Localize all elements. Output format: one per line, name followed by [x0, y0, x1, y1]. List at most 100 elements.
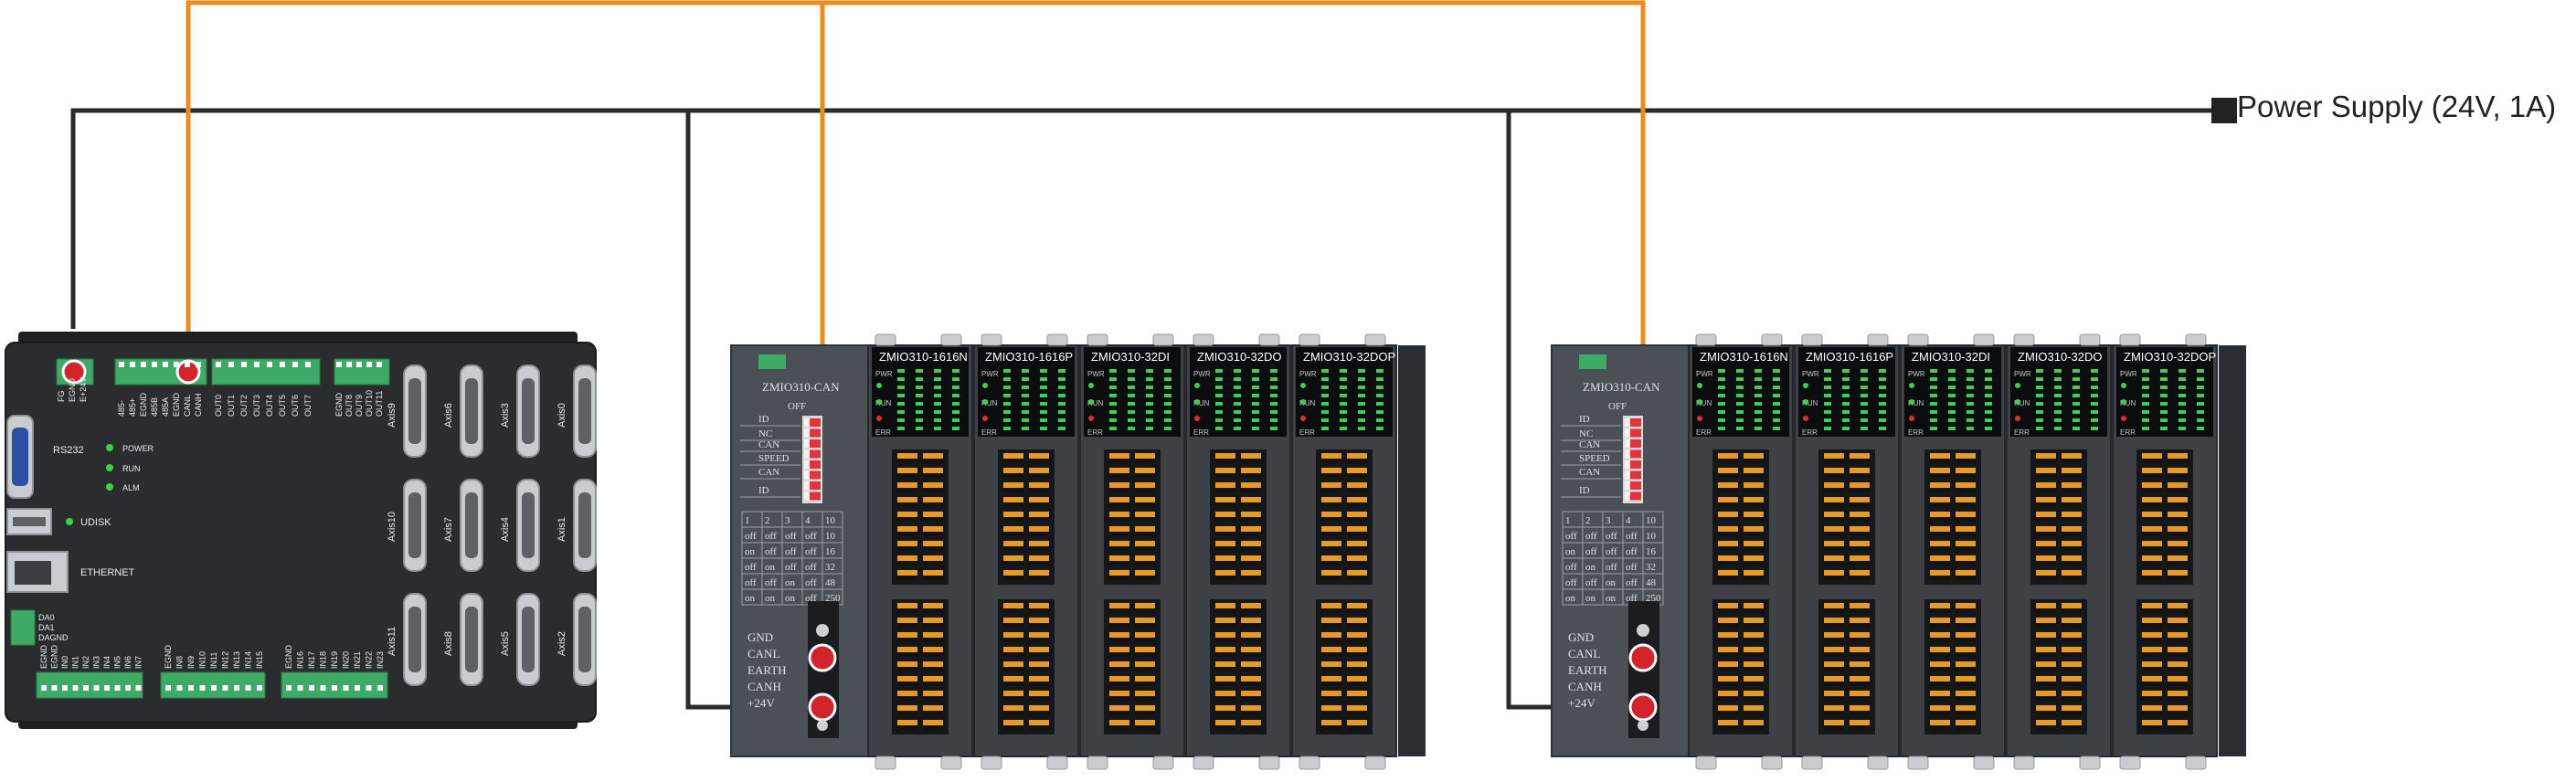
- channel-led: [1252, 386, 1259, 389]
- can-term-label: 485-: [117, 400, 126, 417]
- channel-led: [2091, 402, 2098, 406]
- din-rail-clip: [1299, 333, 1320, 346]
- dip-switch-lever[interactable]: [1625, 470, 1641, 480]
- axis-port[interactable]: Axis6: [443, 365, 483, 458]
- channel-led: [1128, 369, 1135, 373]
- table-cell-text: on: [1585, 593, 1596, 604]
- axis-port[interactable]: Axis7: [443, 479, 483, 572]
- dip-switch-lever[interactable]: [1625, 481, 1641, 490]
- axis-port[interactable]: Axis0: [557, 365, 597, 458]
- io-terminal-block[interactable]: [1924, 449, 1981, 585]
- can-power-connector[interactable]: [1628, 601, 1659, 738]
- io-terminal-block[interactable]: [1104, 449, 1161, 585]
- wiring-label: EARTH: [747, 663, 787, 677]
- io-terminal-block[interactable]: [892, 449, 949, 585]
- din-rail-clip: [1258, 756, 1280, 770]
- dip-switch-lever[interactable]: [804, 470, 821, 480]
- table-cell-text: 32: [1646, 562, 1656, 573]
- module-led-label: PWR: [1696, 370, 1713, 378]
- channel-led: [1146, 394, 1153, 397]
- in-b-term-label: IN14: [244, 651, 253, 669]
- io-terminal-block[interactable]: [1924, 599, 1981, 734]
- axis-port[interactable]: Axis2: [557, 593, 597, 686]
- io-terminal-block[interactable]: [1316, 599, 1373, 734]
- dip-switch-lever[interactable]: [1625, 449, 1641, 459]
- io-terminal-block[interactable]: [2030, 449, 2087, 585]
- in-c-term-label: IN16: [296, 651, 305, 669]
- dip-switch-lever[interactable]: [804, 418, 821, 427]
- io-terminal-block[interactable]: [1818, 599, 1875, 734]
- io-terminal-block[interactable]: [892, 599, 949, 734]
- io-terminal-block[interactable]: [1104, 599, 1161, 734]
- io-terminal-block[interactable]: [1818, 449, 1875, 585]
- dip-switch-lever[interactable]: [1625, 418, 1641, 427]
- controller-da-terminal[interactable]: DA0 DA1 DAGND: [10, 609, 69, 646]
- dip-switch-lever[interactable]: [1625, 428, 1641, 438]
- channel-led: [1966, 402, 1974, 406]
- channel-led: [934, 418, 941, 422]
- channel-led: [1146, 427, 1153, 430]
- dip-switch-lever[interactable]: [804, 460, 821, 469]
- channel-led: [2142, 386, 2149, 389]
- rs232-port[interactable]: RS232: [6, 415, 84, 499]
- dip-switch[interactable]: [1623, 416, 1643, 503]
- io-terminal-block[interactable]: [1210, 599, 1267, 734]
- io-terminal-block[interactable]: [1712, 449, 1769, 585]
- io-terminal-block[interactable]: [1316, 449, 1373, 585]
- channel-led: [1879, 410, 1886, 414]
- axis-port[interactable]: Axis3: [500, 365, 540, 458]
- channel-led: [1358, 410, 1365, 414]
- ethernet-port[interactable]: ETHERNET: [6, 551, 135, 593]
- axis-port[interactable]: Axis8: [443, 593, 483, 686]
- channel-led: [897, 386, 905, 389]
- dip-switch-lever[interactable]: [804, 491, 821, 501]
- module-led-label: ERR: [1908, 428, 1924, 437]
- din-rail-clip: [2185, 756, 2207, 770]
- dip-switch-lever[interactable]: [1625, 439, 1641, 448]
- channel-led: [1930, 377, 1937, 381]
- can-power-connector[interactable]: [808, 601, 839, 738]
- io-terminal-block[interactable]: [2030, 599, 2087, 734]
- axis-port[interactable]: Axis9: [387, 365, 427, 458]
- channel-led: [1040, 377, 1047, 381]
- axis-port[interactable]: Axis5: [500, 593, 540, 686]
- axis-port[interactable]: Axis11: [387, 593, 427, 686]
- channel-led: [897, 394, 905, 397]
- io-terminal-block[interactable]: [2136, 449, 2193, 585]
- dip-switch-lever[interactable]: [804, 449, 821, 459]
- module-led-label: RUN: [1193, 399, 1210, 407]
- channel-led: [1773, 394, 1780, 397]
- dip-switch[interactable]: [802, 416, 822, 503]
- dip-switch-lever[interactable]: [1625, 491, 1641, 501]
- udisk-port[interactable]: UDISK: [6, 508, 111, 535]
- io-terminal-block[interactable]: [1210, 449, 1267, 585]
- out-term-pin: [280, 362, 285, 367]
- axis-port[interactable]: Axis1: [557, 479, 597, 572]
- io-terminal-block[interactable]: [998, 449, 1055, 585]
- dip-switch-lever[interactable]: [804, 428, 821, 438]
- dip-function-label: ID: [758, 414, 769, 425]
- can-term-pin: [185, 362, 190, 367]
- axis-port[interactable]: Axis4: [500, 479, 540, 572]
- dip-switch-lever[interactable]: [1625, 460, 1641, 469]
- out2-term-label: OUT11: [375, 391, 384, 417]
- channel-led: [1058, 394, 1065, 397]
- io-terminal-block[interactable]: [1712, 599, 1769, 734]
- da-label-2: DAGND: [38, 633, 69, 642]
- power-term-label-1: EGND: [68, 377, 77, 402]
- axis-port[interactable]: Axis10: [387, 479, 427, 572]
- channel-led: [1058, 418, 1065, 422]
- io-terminal-block[interactable]: [998, 599, 1055, 734]
- dip-switch-lever[interactable]: [804, 481, 821, 490]
- io-terminal-block[interactable]: [2136, 599, 2193, 734]
- dip-switch-lever[interactable]: [804, 439, 821, 448]
- channel-led: [1718, 402, 1725, 406]
- controller-power-terminal[interactable]: FG EGND E+24V: [56, 358, 94, 402]
- terminal-screw-icon: [1637, 624, 1649, 637]
